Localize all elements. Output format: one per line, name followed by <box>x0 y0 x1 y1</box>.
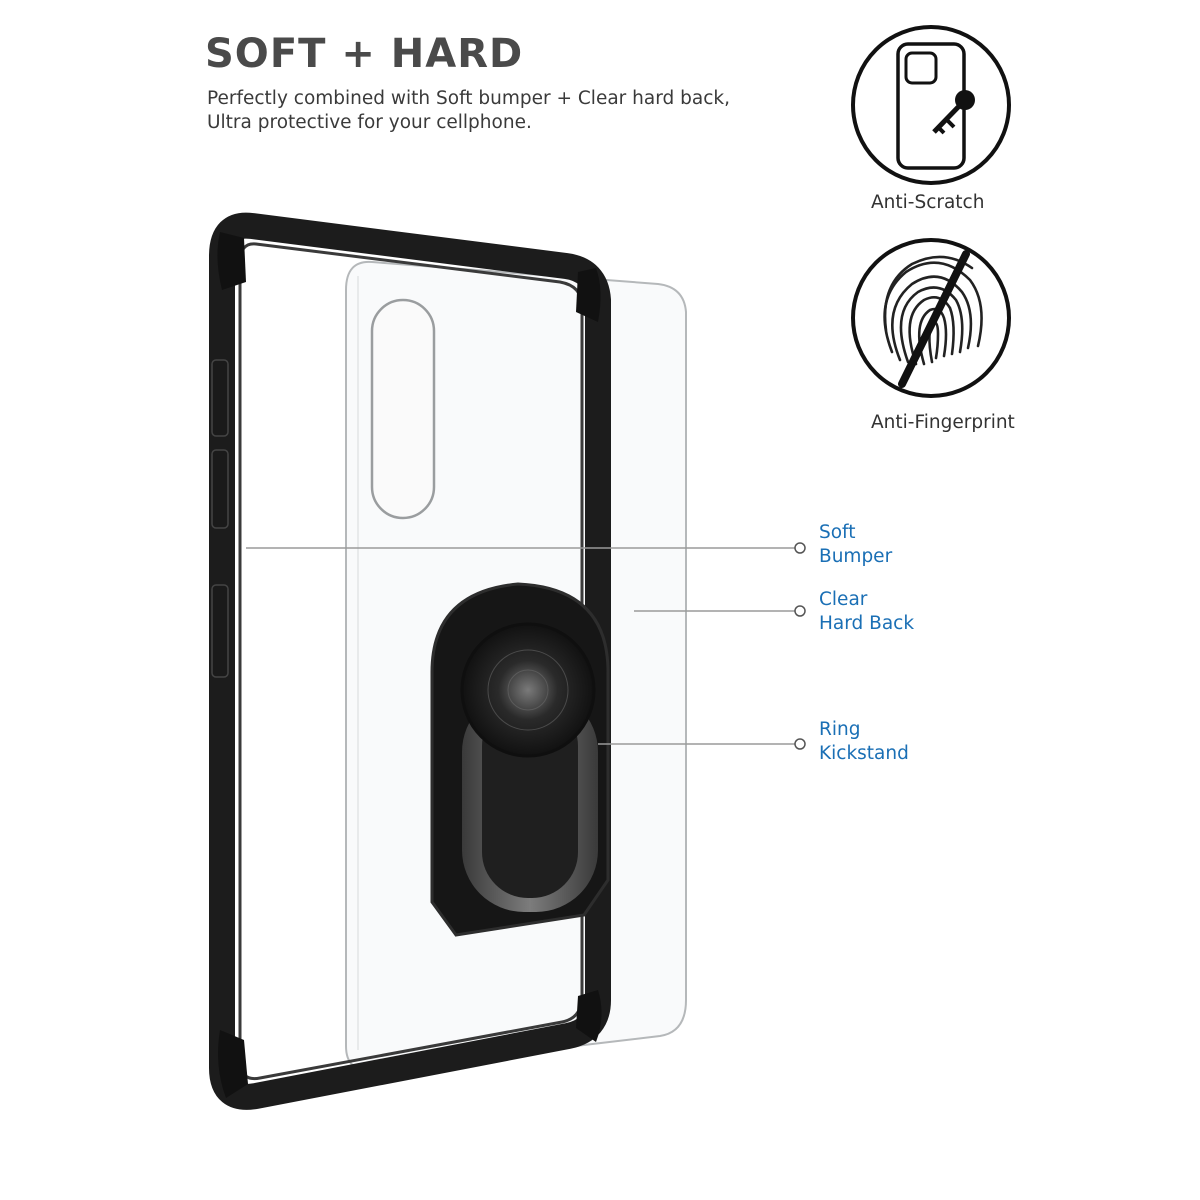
callout-soft-bumper-line2: Bumper <box>819 546 893 567</box>
anti-scratch-label: Anti-Scratch <box>871 192 985 213</box>
corner-guard <box>576 268 601 322</box>
corner-guard <box>217 232 246 290</box>
volume-down-button <box>211 449 229 529</box>
camera-cutout <box>370 298 436 520</box>
no-fingerprint-icon <box>851 238 1011 398</box>
magnetic-disc <box>460 622 596 758</box>
callout-ring-kickstand-line2: Kickstand <box>819 743 909 764</box>
ring-kickstand <box>430 582 610 937</box>
callout-soft-bumper-line1: Soft <box>819 522 856 543</box>
corner-guard <box>576 990 602 1042</box>
description-line-2: Ultra protective for your cellphone. <box>207 112 532 133</box>
corner-guard <box>218 1030 248 1098</box>
scratch-key-icon <box>851 25 1011 185</box>
callout-ring-kickstand-line1: Ring <box>819 719 861 740</box>
volume-up-button <box>211 359 229 437</box>
description-line-1: Perfectly combined with Soft bumper + Cl… <box>207 88 730 109</box>
anti-fingerprint-label: Anti-Fingerprint <box>871 412 1015 433</box>
callout-clear-hard-back-line2: Hard Back <box>819 613 915 634</box>
leader-lines <box>246 542 806 750</box>
headline: SOFT + HARD <box>205 31 524 77</box>
power-button <box>211 584 229 678</box>
callout-clear-hard-back-line1: Clear <box>819 589 868 610</box>
soft-bumper <box>209 212 611 1110</box>
